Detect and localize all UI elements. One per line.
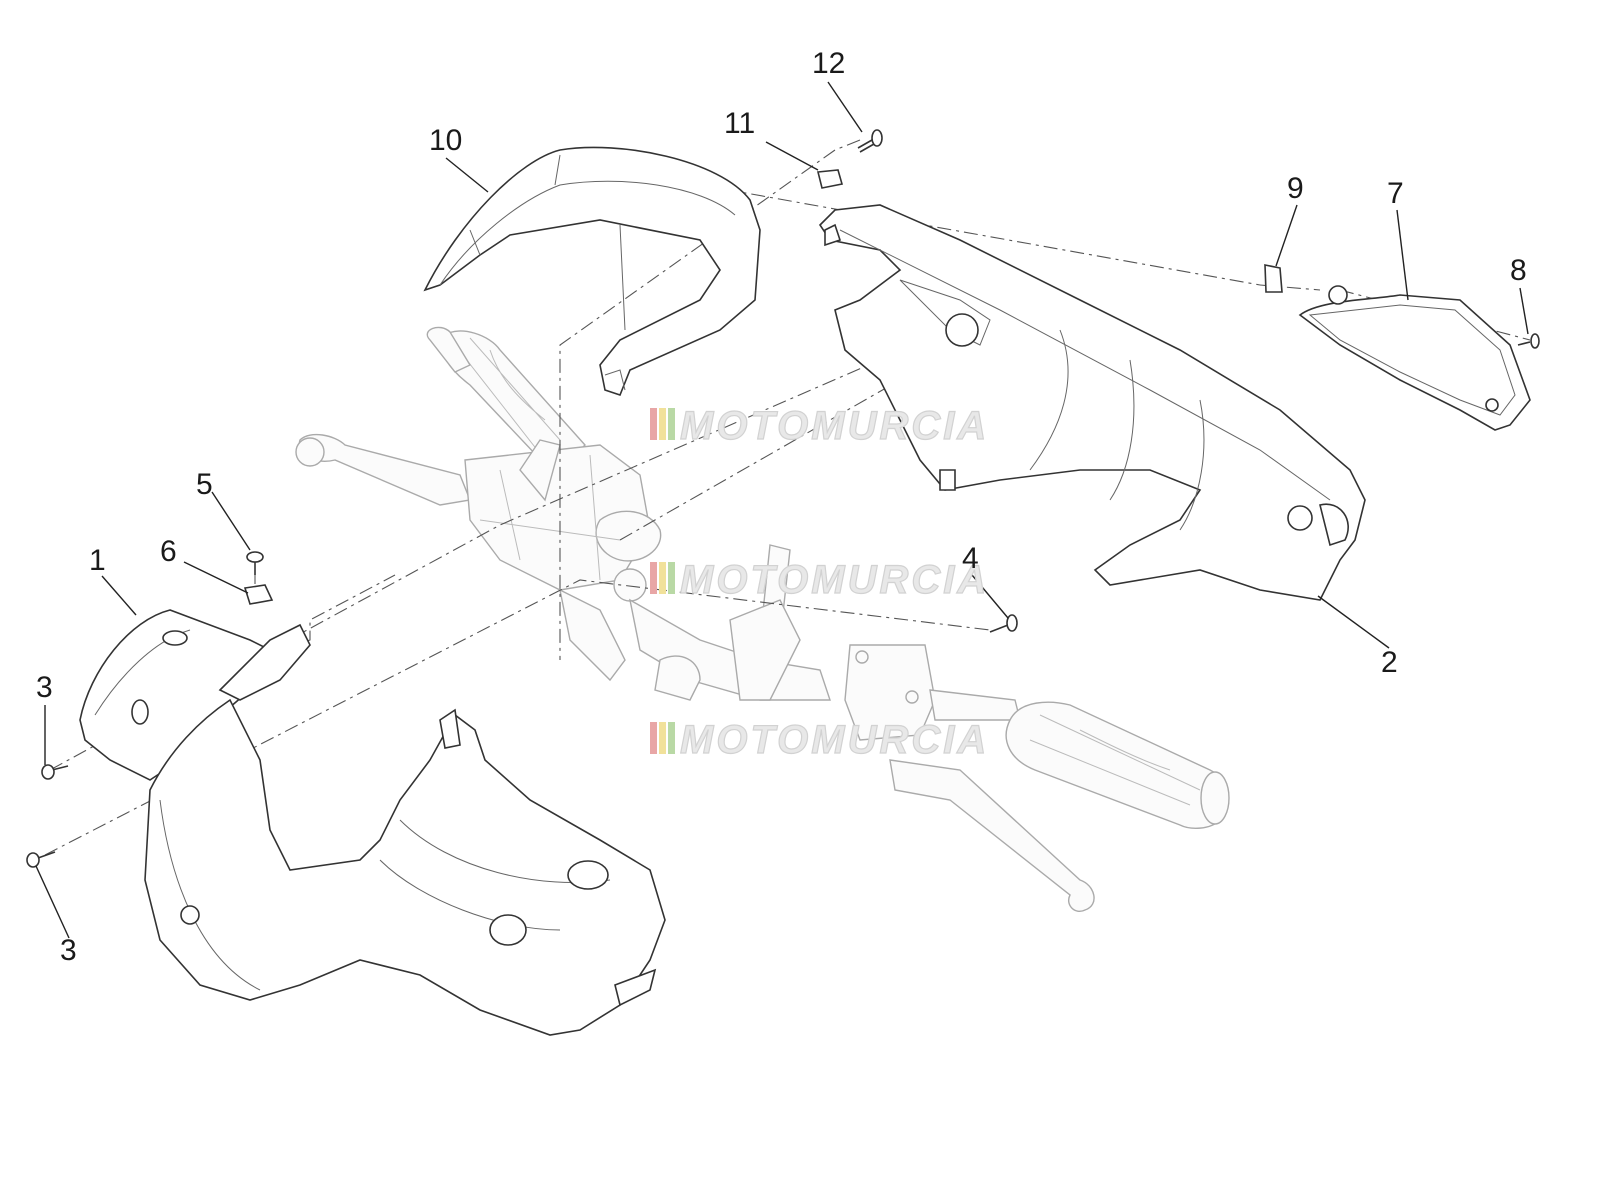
leader-lines [35, 81, 1529, 939]
callout-3-upper: 3 [36, 671, 53, 704]
handlebar-center [464, 439, 831, 701]
watermark-stripe [650, 408, 657, 440]
watermark-stripe [668, 562, 675, 594]
part-4-screw [989, 614, 1018, 633]
right-brake-lever [889, 759, 1095, 912]
watermark-stripe [668, 408, 675, 440]
callout-1: 1 [89, 544, 106, 577]
front-lower-shield [144, 698, 666, 1036]
watermark-stripe [668, 722, 675, 754]
right-grip [1005, 701, 1230, 829]
callout-7: 7 [1387, 177, 1404, 210]
part-3-screw-b [26, 851, 56, 868]
part-9-clip [1264, 264, 1283, 293]
part-7-trim-panel [1298, 285, 1531, 431]
watermark-stripe [659, 722, 666, 754]
callout-5: 5 [196, 468, 213, 501]
watermark-text: MOTOMURCIA [680, 558, 989, 602]
callout-labels: 12 11 10 9 7 8 2 4 5 6 1 3 3 [36, 47, 1527, 967]
handlebar-ghost [295, 326, 1230, 912]
watermark-1: MOTOMURCIA [650, 403, 989, 449]
watermark-text: MOTOMURCIA [680, 404, 989, 448]
part-5-screw [246, 551, 264, 575]
part-11-screw [857, 129, 883, 153]
part-3-screw-a [41, 764, 69, 780]
part-12-clip [816, 169, 844, 189]
callout-10: 10 [429, 124, 462, 157]
callout-11: 12 [812, 47, 845, 80]
watermark-stripe [650, 562, 657, 594]
left-brake-lever [295, 433, 471, 506]
watermark-stripe [659, 562, 666, 594]
part-6-clip-nut [243, 584, 274, 605]
callout-4: 4 [962, 542, 979, 575]
watermark-2: MOTOMURCIA [650, 557, 989, 603]
left-grip [426, 326, 586, 477]
part-2-rear-cover [818, 204, 1366, 601]
part-10-upper-cover [423, 146, 761, 396]
callout-6: 6 [160, 535, 177, 568]
watermark-stripe [650, 722, 657, 754]
callout-9: 9 [1287, 172, 1304, 205]
callout-3-lower: 3 [60, 934, 77, 967]
hardware [26, 129, 1540, 868]
watermark-stripe [659, 408, 666, 440]
part-1-front-cover [79, 609, 311, 781]
callout-8: 8 [1510, 254, 1527, 287]
watermark-text: MOTOMURCIA [680, 718, 989, 762]
part-8-screw [1517, 333, 1540, 349]
callout-12: 11 [724, 107, 755, 140]
callout-2: 2 [1381, 646, 1398, 679]
watermark-3: MOTOMURCIA [650, 717, 989, 763]
